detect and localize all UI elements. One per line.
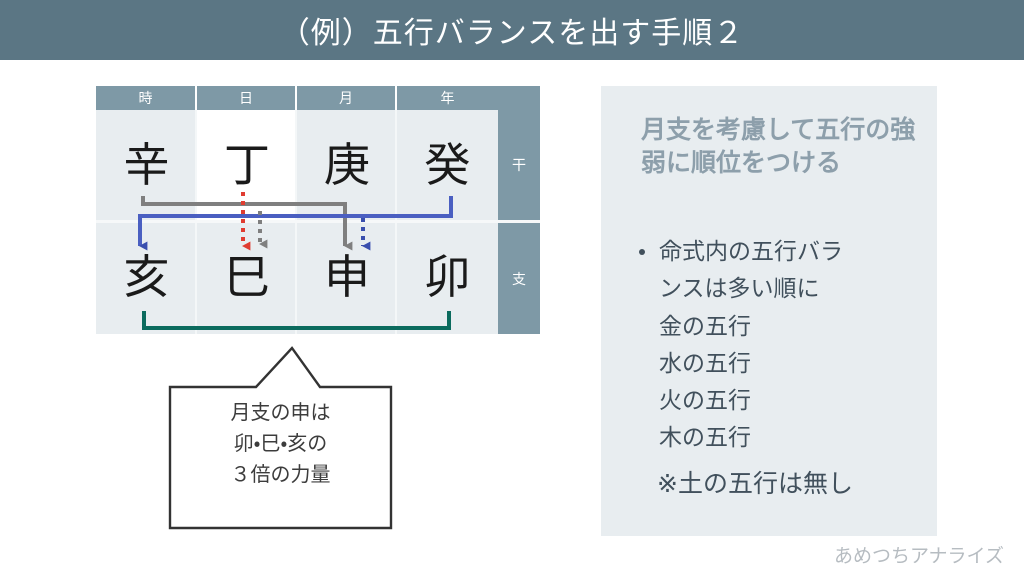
- cell-hour-stem: [96, 110, 197, 220]
- row-label-branch: 支: [498, 223, 540, 334]
- cell-year-stem: [397, 110, 498, 220]
- callout-box: 月支の申は 卯・巳・亥の ３倍の力量: [168, 345, 393, 530]
- row-label-stem: 干: [498, 110, 540, 220]
- glyph-hour-branch: 亥: [123, 250, 170, 304]
- glyph-day-stem: 丁: [224, 138, 270, 192]
- glyph-month-branch: 申: [324, 250, 370, 304]
- blue-bracket-stem: [138, 196, 453, 251]
- bullet-line-1: 命式内の五行バラ: [659, 239, 843, 265]
- table-header-hour: 時: [96, 86, 197, 110]
- watermark: あめつちアナライズ: [833, 545, 1004, 567]
- bullet-line-3: 金の五行: [659, 313, 751, 340]
- row-divider: [96, 220, 540, 223]
- glyph-year-stem: 癸: [424, 138, 471, 192]
- glyph-day-branch: 巳: [224, 250, 270, 304]
- connector-overlay: [138, 192, 453, 330]
- table-header-month: 月: [297, 86, 397, 110]
- callout-outline: [168, 346, 393, 530]
- panel-bullet-list: 命式内の五行バラ ンスは多い順に 金の五行 水の五行 火の五行 木の五行: [637, 234, 937, 458]
- callout-line-1: 月支の申は: [230, 400, 331, 424]
- callout-line-2: 卯・巳・亥の: [233, 431, 328, 455]
- table-grid: 時 日 月 年 干 支 辛 丁 庚 癸 亥 巳 申 卯: [96, 86, 540, 334]
- callout-line-3: ３倍の力量: [230, 462, 331, 486]
- callout-shape: [168, 346, 393, 530]
- table-header-day: 日: [197, 86, 297, 110]
- meishiki-table: 時 日 月 年 干 支 辛 丁 庚 癸 亥 巳 申 卯: [96, 86, 540, 334]
- bullet-line-6: 木の五行: [659, 425, 751, 452]
- list-item: 命式内の五行バラ ンスは多い順に 金の五行 水の五行 火の五行 木の五行: [637, 234, 937, 458]
- callout-text: 月支の申は 卯・巳・亥の ３倍の力量: [168, 397, 393, 490]
- bullet-line-4: 水の五行: [659, 350, 751, 377]
- info-panel: 月支を考慮して五行の強弱に順位をつける 命式内の五行バラ ンスは多い順に 金の五…: [601, 86, 937, 536]
- cell-month-stem: [297, 110, 397, 220]
- slide-title-bar: （例）五行バランスを出す手順２: [0, 0, 1024, 60]
- table-header-corner: [498, 86, 540, 110]
- teal-bracket-branch: [142, 311, 451, 330]
- table-header-year: 年: [397, 86, 498, 110]
- cell-day-stem: [197, 110, 297, 220]
- page-title: （例）五行バランスを出す手順２: [279, 17, 745, 50]
- bullet-line-5: 火の五行: [659, 388, 751, 414]
- panel-heading: 月支を考慮して五行の強弱に順位をつける: [641, 115, 916, 177]
- glyph-year-branch: 卯: [424, 250, 471, 304]
- bullet-line-2: ンスは多い順に: [659, 276, 820, 303]
- glyph-month-stem: 庚: [324, 138, 370, 192]
- panel-note: ※土の五行は無し: [657, 469, 853, 498]
- glyph-hour-stem: 辛: [123, 138, 170, 192]
- bullet-dot: [639, 249, 645, 255]
